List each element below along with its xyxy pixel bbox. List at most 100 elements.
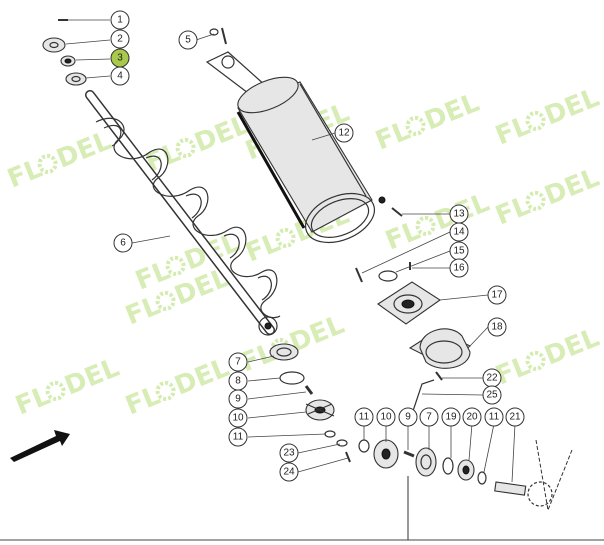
svg-text:8: 8: [235, 376, 241, 387]
callout-6[interactable]: 6: [113, 233, 133, 253]
callout-layer: 1 2 3 4 5 6 7 8 9 10 11 12 13 14 15 16 1…: [110, 10, 525, 482]
callout-15[interactable]: 15: [449, 241, 469, 261]
callout-9-lower[interactable]: 9: [398, 407, 418, 427]
callout-16[interactable]: 16: [449, 258, 469, 278]
circlip-11-right[interactable]: [477, 471, 487, 485]
callout-4[interactable]: 4: [110, 66, 130, 86]
svg-text:7: 7: [235, 357, 241, 368]
svg-text:25: 25: [486, 390, 498, 401]
svg-text:12: 12: [338, 128, 350, 139]
part-seal-15[interactable]: [378, 270, 398, 282]
circlip-11[interactable]: [324, 430, 336, 438]
pin-22[interactable]: [435, 371, 443, 381]
part-washer-2[interactable]: [42, 37, 66, 53]
svg-text:11: 11: [489, 412, 500, 423]
callout-3-highlighted[interactable]: 3: [110, 48, 130, 68]
pin-25[interactable]: [411, 379, 435, 415]
svg-text:DEL: DEL: [541, 83, 604, 132]
svg-text:14: 14: [453, 227, 465, 238]
callout-21[interactable]: 21: [505, 407, 525, 427]
pin-9-lower[interactable]: [403, 450, 415, 458]
svg-text:16: 16: [453, 263, 465, 274]
svg-text:1: 1: [117, 15, 123, 26]
bearing-7[interactable]: [269, 343, 299, 361]
svg-text:2: 2: [117, 34, 123, 45]
part-bolt-5[interactable]: [209, 27, 227, 45]
callout-17[interactable]: 17: [487, 285, 507, 305]
callout-23[interactable]: 23: [279, 443, 299, 463]
bearing-20[interactable]: [457, 459, 475, 481]
circlip-11-lower[interactable]: [358, 439, 370, 453]
bearing-housing-17[interactable]: [377, 281, 441, 325]
svg-text:10: 10: [232, 413, 244, 424]
svg-text:11: 11: [233, 432, 244, 443]
callout-20[interactable]: 20: [462, 407, 482, 427]
svg-text:4: 4: [117, 71, 123, 82]
callout-12[interactable]: 12: [334, 123, 354, 143]
auger-screw[interactable]: [85, 90, 281, 336]
part-flange-4[interactable]: [65, 72, 87, 86]
svg-text:6: 6: [120, 238, 126, 249]
washer-23[interactable]: [336, 439, 348, 447]
svg-text:7: 7: [426, 412, 432, 423]
shaft-21[interactable]: [494, 481, 527, 496]
callout-11[interactable]: 11: [228, 427, 248, 447]
callout-24[interactable]: 24: [279, 462, 299, 482]
svg-text:23: 23: [283, 448, 295, 459]
callout-10[interactable]: 10: [228, 408, 248, 428]
svg-text:24: 24: [283, 467, 295, 478]
callout-9[interactable]: 9: [228, 389, 248, 409]
callout-1[interactable]: 1: [110, 10, 130, 30]
svg-text:DEL: DEL: [61, 353, 124, 402]
leader-lines: [65, 19, 516, 483]
svg-text:11: 11: [359, 412, 370, 423]
callout-13[interactable]: 13: [449, 204, 469, 224]
gear-10-lower[interactable]: [373, 439, 399, 469]
callout-8[interactable]: 8: [228, 371, 248, 391]
callout-25[interactable]: 25: [482, 385, 502, 405]
ring-8[interactable]: [279, 371, 305, 385]
auger-tube[interactable]: [205, 51, 382, 252]
svg-text:DEL: DEL: [421, 88, 484, 137]
pin-9[interactable]: [304, 385, 314, 395]
direction-arrow-icon: [10, 430, 70, 462]
svg-text:DEL: DEL: [53, 126, 116, 175]
ring-19[interactable]: [442, 457, 454, 475]
part-bolt-14[interactable]: [355, 267, 363, 283]
svg-text:18: 18: [491, 322, 503, 333]
gear-10[interactable]: [305, 399, 335, 421]
svg-text:15: 15: [453, 246, 465, 257]
gearbox-housing-18[interactable]: [408, 328, 471, 369]
callout-19[interactable]: 19: [441, 407, 461, 427]
callout-10-lower[interactable]: 10: [376, 407, 396, 427]
svg-text:21: 21: [509, 412, 521, 423]
svg-text:3: 3: [117, 53, 123, 64]
callout-22[interactable]: 22: [482, 368, 502, 388]
callout-7-lower[interactable]: 7: [419, 407, 439, 427]
bolt-24[interactable]: [345, 451, 351, 463]
svg-text:5: 5: [185, 35, 191, 46]
callout-11-right[interactable]: 11: [484, 407, 504, 427]
callout-18[interactable]: 18: [487, 317, 507, 337]
callout-2[interactable]: 2: [110, 29, 130, 49]
callout-14[interactable]: 14: [449, 222, 469, 242]
part-bolt-13[interactable]: [378, 196, 403, 217]
bearing-7-lower[interactable]: [415, 447, 437, 477]
callout-7[interactable]: 7: [228, 352, 248, 372]
svg-text:DEL: DEL: [171, 353, 234, 402]
callout-5[interactable]: 5: [178, 30, 198, 50]
callout-11-lower[interactable]: 11: [354, 407, 374, 427]
svg-text:9: 9: [405, 412, 411, 423]
svg-text:9: 9: [235, 394, 241, 405]
part-bushing-3[interactable]: [60, 55, 76, 67]
sprocket-chain[interactable]: [527, 439, 573, 511]
